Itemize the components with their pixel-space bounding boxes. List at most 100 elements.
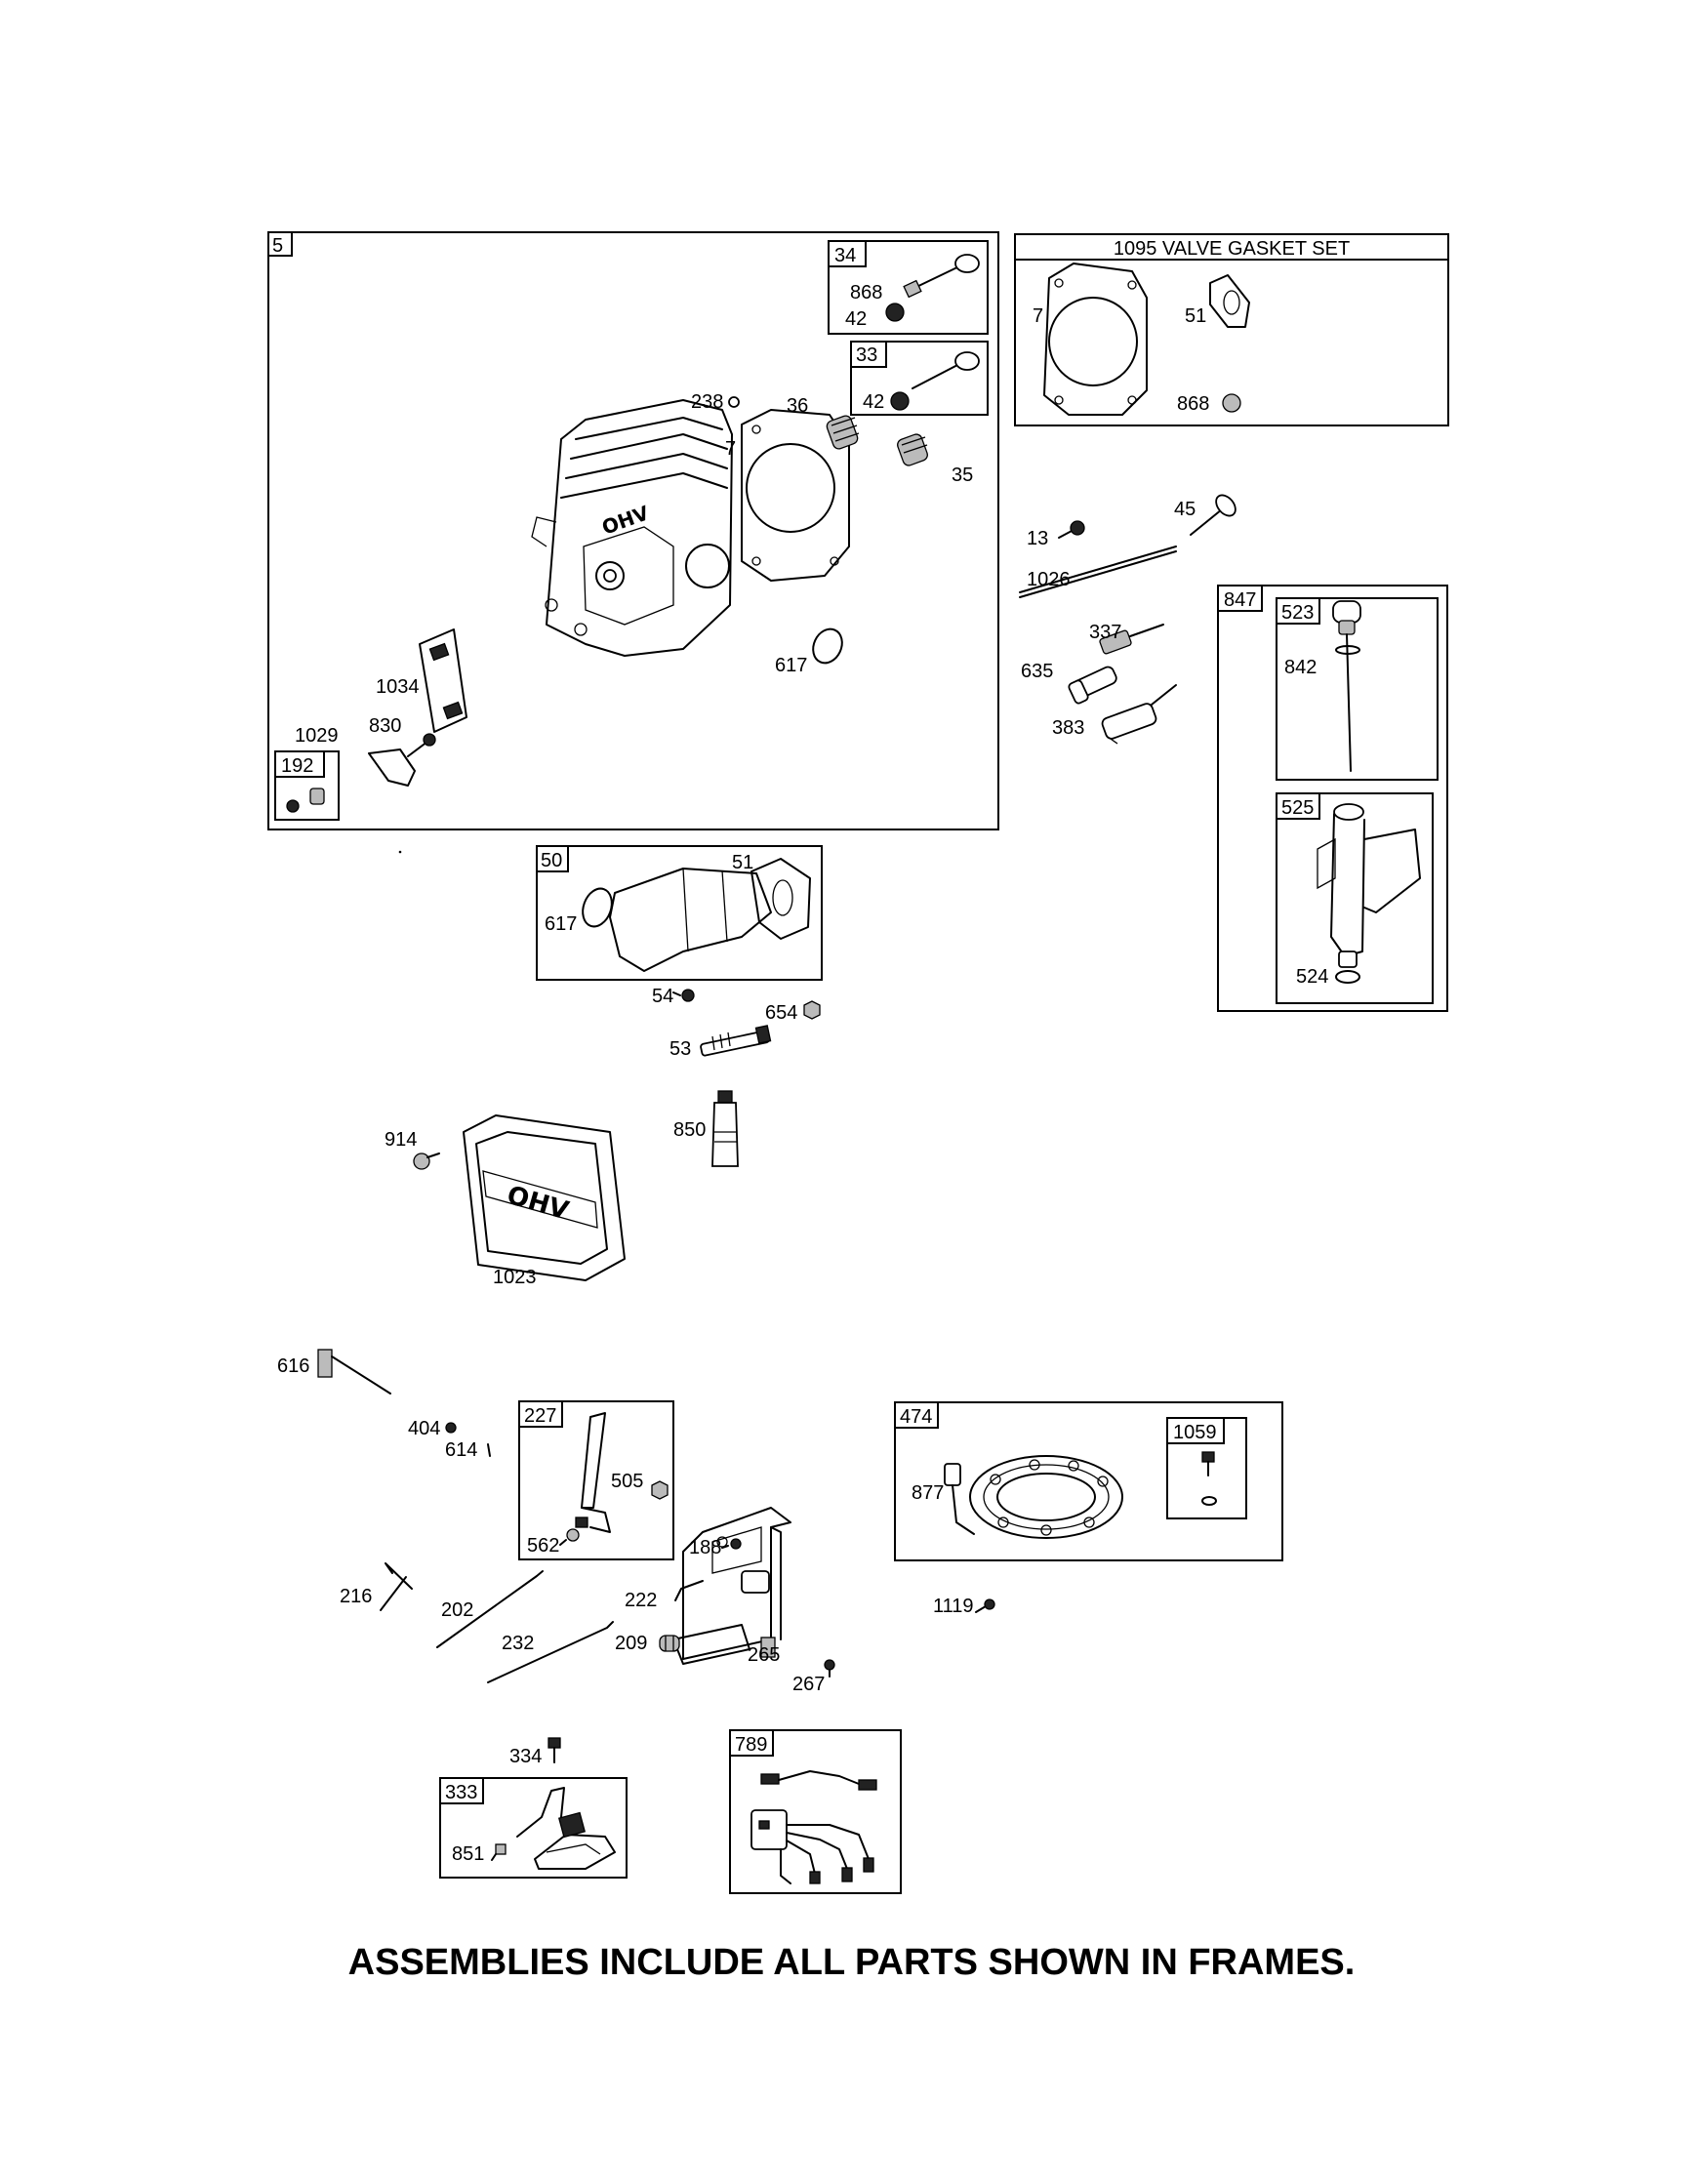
frame-cylinder-head: 5 34 868 42 33 42: [267, 231, 999, 830]
dipstick-tube-525: [1317, 803, 1421, 968]
part-label-42b: 42: [863, 391, 884, 413]
intake-manifold: [609, 858, 811, 972]
nut-505: [651, 1480, 669, 1500]
part-label-42: 42: [845, 308, 867, 330]
part-label-1119: 1119: [933, 1596, 974, 1617]
part-label-868: 868: [850, 282, 882, 303]
part-label-617: 617: [775, 655, 807, 676]
frame-wiring-harness: 789: [729, 1729, 902, 1894]
screw-914: [413, 1153, 440, 1170]
stud-53: [700, 1025, 772, 1057]
spring-209: [659, 1635, 680, 1652]
frame-label-333: 333: [445, 1782, 477, 1803]
frame-ignition-armature: 333 851: [439, 1777, 628, 1879]
part-label-35: 35: [952, 465, 973, 486]
frame-label-34: 34: [834, 245, 856, 266]
intake-valve: [890, 351, 980, 411]
fitting-192: [286, 788, 325, 813]
cover-ohv-text: OHV: [504, 1181, 572, 1226]
rod-616: [317, 1349, 391, 1395]
dipstick-523: [1332, 600, 1361, 772]
screw-1059: [1201, 1451, 1217, 1506]
stator-877: [944, 1455, 1123, 1539]
part-label-830: 830: [369, 715, 401, 737]
valve-spring-36: [826, 415, 860, 450]
part-404: [445, 1422, 457, 1434]
frame-label-789: 789: [735, 1734, 767, 1756]
part-label-1023: 1023: [493, 1267, 537, 1288]
frame-dipstick-assembly: 847 523 842 525 524: [1217, 585, 1448, 1012]
frame-label-head: 5: [272, 235, 283, 257]
o-ring-524: [1335, 970, 1360, 984]
part-label-383: 383: [1052, 717, 1084, 739]
frame-control-lever: 227 505 562: [518, 1400, 674, 1560]
cylinder-head: OHV: [531, 399, 733, 657]
guard-1029: [368, 748, 416, 787]
part-label-216: 216: [340, 1586, 372, 1607]
screw-334: [547, 1737, 561, 1763]
push-rod-45: [1190, 508, 1223, 536]
o-ring-617: [812, 627, 843, 665]
link-202: [436, 1570, 544, 1648]
part-label-13: 13: [1027, 528, 1048, 549]
part-label-337: 337: [1089, 622, 1121, 643]
part-label-654: 654: [765, 1002, 797, 1024]
screw-562: [559, 1528, 580, 1546]
part-614: [487, 1443, 491, 1457]
breather-cover-1034: [419, 628, 467, 733]
part-label-616: 616: [277, 1355, 309, 1377]
part-label-238: 238: [691, 391, 723, 413]
part-label-202: 202: [441, 1599, 473, 1621]
part-label-1026: 1026: [1027, 569, 1071, 590]
part-label-851: 851: [452, 1843, 484, 1865]
part-label-914: 914: [385, 1129, 417, 1151]
spring-222: [674, 1580, 704, 1601]
part-label-617b: 617: [545, 913, 577, 935]
wiring-harness-789: [750, 1770, 877, 1884]
gasket-51: [1209, 274, 1250, 328]
frame-label-50: 50: [541, 850, 562, 871]
exhaust-valve: [885, 254, 980, 322]
screw-267: [824, 1659, 835, 1678]
part-label-265: 265: [748, 1644, 780, 1666]
part-label-635: 635: [1021, 661, 1053, 682]
screw-1119: [975, 1598, 995, 1613]
pushrod-group: 13 45 1026 337 635 383: [1019, 494, 1237, 745]
control-bracket: [672, 1507, 791, 1665]
part-label-45: 45: [1174, 499, 1196, 520]
part-label-524: 524: [1296, 966, 1328, 988]
part-label-842: 842: [1284, 657, 1317, 678]
part-label-562: 562: [527, 1535, 559, 1557]
part-label-505: 505: [611, 1471, 643, 1492]
wire-851: [491, 1843, 507, 1861]
armature-333: [516, 1787, 616, 1870]
sealant-850: [711, 1090, 739, 1167]
breather-383: [1101, 684, 1177, 745]
frame-label-525: 525: [1281, 797, 1314, 819]
frame-label-33: 33: [856, 344, 877, 366]
part-label-54: 54: [652, 986, 673, 1007]
seal-868: [1222, 393, 1241, 413]
part-label-209: 209: [615, 1633, 647, 1654]
part-label-222: 222: [625, 1590, 657, 1611]
part-label-614: 614: [445, 1439, 477, 1461]
part-label-877: 877: [912, 1482, 944, 1504]
part-label-36: 36: [787, 395, 808, 417]
valve-cover-1023: OHV: [463, 1114, 626, 1281]
frame-label-192: 192: [281, 755, 313, 777]
link-216: [385, 1562, 413, 1590]
part-label-51b: 51: [732, 852, 753, 873]
frame-label-1059: 1059: [1173, 1422, 1217, 1443]
part-label-7: 7: [725, 438, 736, 460]
nut-654: [803, 1000, 821, 1020]
control-lever-227: [575, 1412, 611, 1533]
valve-337: [1099, 624, 1164, 655]
part-label-850: 850: [673, 1119, 706, 1141]
part-label-53: 53: [669, 1038, 691, 1060]
frame-label-847: 847: [1224, 589, 1256, 611]
part-label-267: 267: [792, 1674, 825, 1695]
part-label-1029: 1029: [295, 725, 339, 747]
part-label-1034: 1034: [376, 676, 420, 698]
part-label-404: 404: [408, 1418, 440, 1439]
